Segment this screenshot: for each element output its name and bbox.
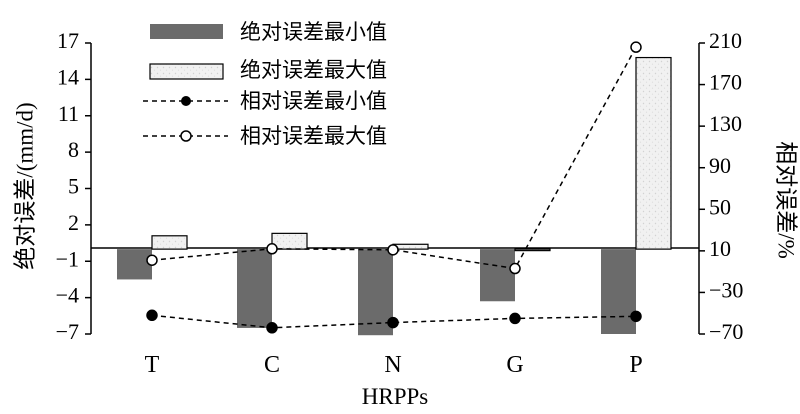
bar-abs-min-N bbox=[358, 249, 393, 336]
left-tick-label: 2 bbox=[68, 210, 79, 235]
right-axis-ticks: −70 −30 10 50 90 130 170 210 bbox=[699, 28, 743, 344]
legend-swatch-abs-max bbox=[149, 63, 224, 80]
right-tick-label: 10 bbox=[709, 236, 731, 261]
bars bbox=[117, 56, 672, 336]
x-axis-title: HRPPs bbox=[362, 384, 429, 409]
right-tick-label: 90 bbox=[709, 153, 731, 178]
bar-abs-min-G bbox=[480, 249, 515, 302]
lines bbox=[146, 41, 642, 334]
point-rel-max-P bbox=[630, 41, 642, 53]
left-tick-label: 5 bbox=[68, 174, 79, 199]
right-tick-label: −30 bbox=[709, 277, 743, 302]
point-rel-max-C bbox=[266, 243, 278, 255]
point-rel-min-G bbox=[509, 312, 521, 325]
point-rel-max-N bbox=[387, 244, 399, 256]
category-label-C: C bbox=[264, 352, 280, 378]
point-rel-min-T bbox=[146, 309, 158, 322]
category-label-N: N bbox=[384, 352, 401, 378]
left-tick-label: 11 bbox=[58, 101, 79, 126]
category-label-G: G bbox=[506, 352, 523, 378]
category-label-T: T bbox=[145, 352, 160, 378]
y2-axis-title: 相对误差/% bbox=[774, 141, 799, 259]
legend-marker-rel-min bbox=[181, 96, 191, 106]
left-tick-label: −1 bbox=[56, 246, 79, 271]
bar-abs-max-G bbox=[514, 248, 551, 252]
left-tick-label: 8 bbox=[68, 137, 79, 162]
bar-abs-min-P bbox=[601, 249, 636, 334]
category-label-P: P bbox=[629, 352, 642, 378]
bar-abs-max-P bbox=[635, 56, 672, 250]
y-axis-title: 绝对误差/(mm/d) bbox=[12, 102, 37, 269]
left-axis-ticks: −7 −4 −1 2 5 8 11 14 17 bbox=[56, 28, 91, 344]
legend-marker-rel-max bbox=[180, 130, 192, 142]
legend: 绝对误差最小值 绝对误差最大值 相对误差最小值 相对误差最大值 bbox=[143, 20, 387, 148]
bar-abs-min-C bbox=[237, 249, 272, 328]
right-tick-label: 130 bbox=[709, 111, 742, 136]
point-rel-min-N bbox=[387, 316, 399, 329]
bar-abs-min-T bbox=[117, 249, 152, 280]
left-tick-label: −7 bbox=[56, 319, 79, 344]
left-tick-label: −4 bbox=[56, 283, 79, 308]
right-tick-label: 210 bbox=[709, 28, 742, 53]
right-tick-label: 50 bbox=[709, 194, 731, 219]
bar-abs-max-T bbox=[151, 235, 188, 250]
legend-label-rel-min: 相对误差最小值 bbox=[240, 89, 387, 113]
point-rel-max-T bbox=[146, 254, 158, 266]
legend-label-abs-min: 绝对误差最小值 bbox=[240, 20, 387, 44]
right-tick-label: −70 bbox=[709, 319, 743, 344]
point-rel-max-G bbox=[509, 262, 521, 275]
legend-swatch-abs-min bbox=[150, 24, 223, 39]
left-tick-label: 14 bbox=[57, 64, 79, 89]
point-rel-min-P bbox=[630, 310, 642, 323]
legend-label-abs-max: 绝对误差最大值 bbox=[240, 58, 387, 82]
point-rel-min-C bbox=[266, 322, 278, 334]
right-tick-label: 170 bbox=[709, 70, 742, 95]
legend-label-rel-max: 相对误差最大值 bbox=[240, 124, 387, 148]
line-rel-max bbox=[151, 46, 637, 270]
left-tick-label: 17 bbox=[57, 28, 79, 53]
